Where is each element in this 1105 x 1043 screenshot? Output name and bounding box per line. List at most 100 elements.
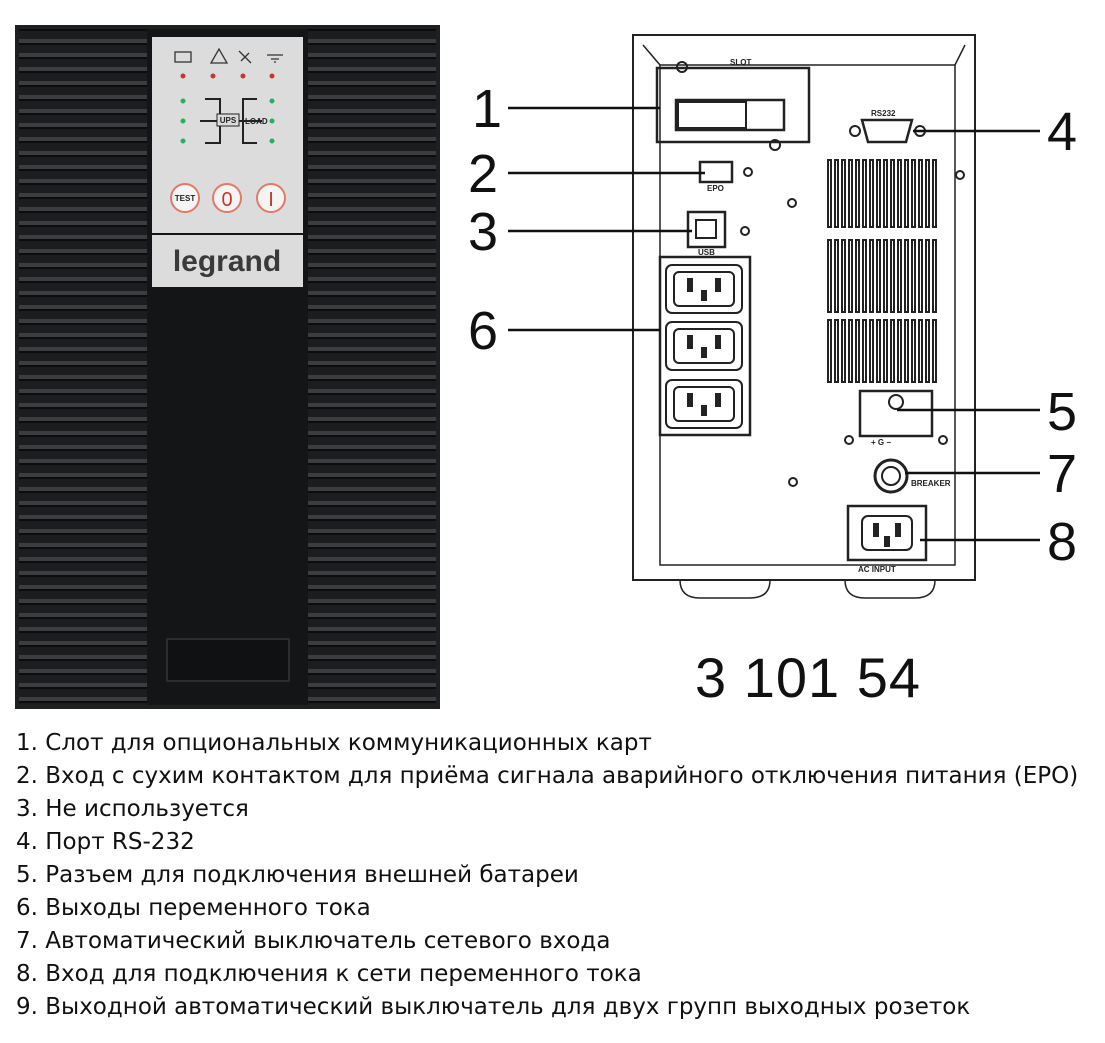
vent-slot — [862, 319, 867, 383]
slot-screw — [676, 61, 688, 73]
rear-panel-outline — [632, 34, 976, 581]
on-button-label: I — [268, 189, 274, 211]
bottom-recess — [166, 638, 290, 682]
callout-2: 2 — [468, 144, 498, 204]
warning-icon — [209, 47, 229, 64]
vent-slot — [918, 319, 923, 383]
vent-slot — [897, 159, 902, 228]
slot-card-opening — [674, 98, 786, 132]
callout-6: 6 — [468, 301, 498, 361]
ac-input-socket — [846, 504, 928, 562]
rear-panel-inner — [659, 65, 956, 566]
brand-plate — [152, 235, 303, 287]
ac-input-label: AC INPUT — [858, 565, 896, 574]
legend-item: 9. Выходной автоматический выключатель д… — [16, 994, 971, 1020]
vent-slot — [855, 239, 860, 313]
vent-slot — [841, 319, 846, 383]
callout-7: 7 — [1047, 444, 1077, 504]
rear-panel-diagram: SLOT RS232 EPO USB + G − BREAKER AC INPU… — [468, 34, 1077, 599]
vent-slot — [848, 239, 853, 313]
vent-slot — [883, 239, 888, 313]
callout-leaders — [508, 106, 1040, 542]
brand-logo: legrand — [173, 245, 281, 278]
vent-slot — [911, 239, 916, 313]
left-vent-grille — [19, 29, 147, 705]
usb-port — [686, 210, 727, 249]
legend-item: 2. Вход с сухим контактом для приёма сиг… — [16, 763, 1079, 789]
vent-slot — [834, 239, 839, 313]
foot-right — [844, 579, 936, 599]
callout-4: 4 — [1047, 102, 1077, 162]
battery-icon — [174, 51, 192, 63]
vent-slot — [925, 319, 930, 383]
panel-ups-label: UPS — [220, 116, 237, 125]
legend-item: 3. Не используется — [16, 796, 249, 822]
legend-item: 1. Слот для опциональных коммуникационны… — [16, 730, 652, 756]
rs232-port — [860, 118, 914, 144]
rear-small-labels: SLOT RS232 EPO USB + G − BREAKER AC INPU… — [698, 58, 951, 574]
legend-item: 4. Порт RS-232 — [16, 829, 195, 855]
external-battery-connector — [858, 389, 934, 438]
panel-load-label: LOAD — [245, 117, 268, 126]
fan-fault-icon — [238, 50, 252, 64]
callout-numbers: 1 2 3 4 5 6 7 8 — [468, 79, 1077, 572]
vent-slot — [918, 159, 923, 228]
vent-slot — [925, 239, 930, 313]
vent-slot — [932, 239, 937, 313]
legend-item: 7. Автоматический выключатель сетевого в… — [16, 928, 611, 954]
vent-slot — [904, 239, 909, 313]
epo-label: EPO — [707, 184, 724, 193]
vent-slot — [827, 239, 832, 313]
rear-vent-slots — [827, 159, 937, 383]
ac-outlets-group — [658, 255, 752, 437]
vent-slot — [827, 159, 832, 228]
ac-outlet — [665, 264, 743, 314]
vent-slot — [897, 319, 902, 383]
vent-slot — [911, 319, 916, 383]
ups-box — [216, 113, 240, 127]
input-breaker — [873, 458, 909, 494]
vent-slot — [855, 159, 860, 228]
vent-slot — [862, 159, 867, 228]
ac-outlet — [665, 321, 743, 371]
vent-slot — [897, 239, 902, 313]
test-button[interactable] — [170, 183, 200, 213]
vent-slot — [834, 159, 839, 228]
panel-status-icons — [174, 47, 283, 64]
vent-slot — [848, 319, 853, 383]
vent-slot — [876, 159, 881, 228]
vent-slot — [932, 159, 937, 228]
vent-slot — [883, 159, 888, 228]
battery-polarity-label: + G − — [871, 438, 891, 447]
vent-slot — [834, 319, 839, 383]
vent-slot — [932, 319, 937, 383]
callout-3: 3 — [468, 202, 498, 262]
vent-slot — [890, 239, 895, 313]
vent-slot — [855, 319, 860, 383]
test-button-label: TEST — [175, 194, 196, 203]
vent-slot — [904, 319, 909, 383]
legend-item: 6. Выходы переменного тока — [16, 895, 371, 921]
right-vent-grille — [308, 29, 436, 705]
vent-slot — [904, 159, 909, 228]
ground-icon — [267, 54, 283, 63]
vent-slot — [918, 239, 923, 313]
vent-slot — [869, 239, 874, 313]
vent-slot — [876, 239, 881, 313]
vent-slot — [827, 319, 832, 383]
legend-list: 1. Слот для опциональных коммуникационны… — [16, 727, 1078, 1024]
vent-slot — [869, 319, 874, 383]
on-button[interactable] — [256, 183, 286, 213]
callout-8: 8 — [1047, 512, 1077, 572]
vent-slot — [911, 159, 916, 228]
model-number: 3 101 54 — [695, 646, 921, 709]
vent-slot — [862, 239, 867, 313]
vent-slot — [841, 239, 846, 313]
legend-item: 8. Вход для подключения к сети переменно… — [16, 961, 642, 987]
vent-slot — [890, 319, 895, 383]
off-button[interactable] — [212, 183, 242, 213]
option-card-slot — [655, 66, 811, 144]
off-button-label: 0 — [221, 189, 232, 211]
ac-outlet — [665, 379, 743, 429]
callout-5: 5 — [1047, 382, 1077, 442]
